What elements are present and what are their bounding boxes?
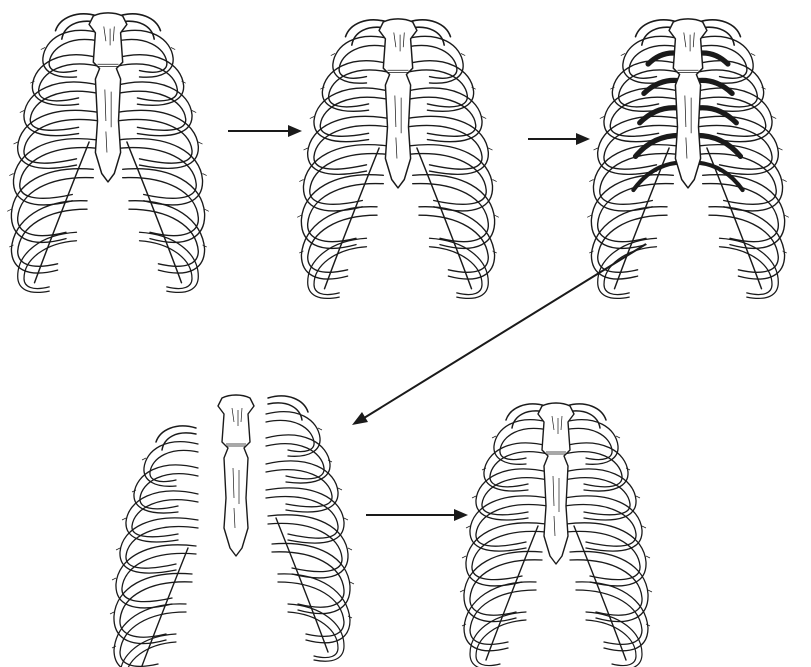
stage-3-cartilage-removed	[587, 19, 789, 299]
stage-2-intact-rib-cage	[297, 19, 499, 299]
stage-5-rib-cage-reconstructed	[460, 403, 652, 667]
stage-1-intact-rib-cage	[7, 13, 209, 293]
arrow-stage-3-to-4	[352, 244, 646, 425]
stage-4-rib-cage-split-open	[110, 395, 354, 667]
arrow-stage-1-to-2	[228, 125, 302, 137]
arrow-stage-2-to-3	[528, 133, 590, 145]
arrow-stage-4-to-5	[366, 509, 468, 521]
